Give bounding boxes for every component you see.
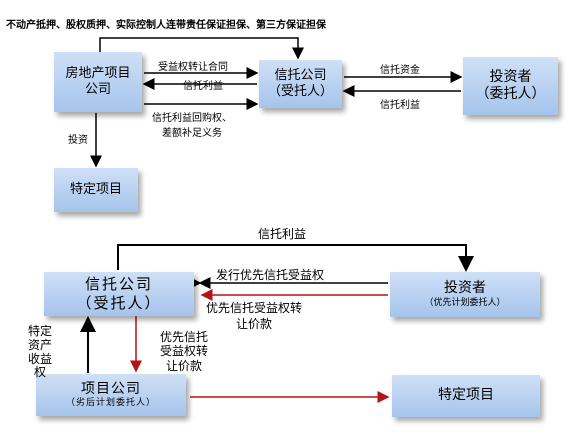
issue-label: 发行优先信托受益权 — [216, 268, 325, 282]
guarantee-arrow — [99, 37, 304, 60]
trust-company-label-1: 信托公司 — [274, 67, 327, 83]
specific-project-box[interactable]: 特定项目 — [54, 168, 138, 212]
asset-income-label-4: 权 — [34, 365, 47, 380]
buyback-label-2: 差额补足义务 — [162, 128, 222, 139]
buyback-label: 信托利益回购权、 差额补足义务 — [152, 109, 232, 139]
benefit-loop-arrow — [117, 244, 474, 272]
transfer-price-label-3: 让价款 — [166, 358, 203, 373]
guarantee-header: 不动产抵押、股权质押、实际控制人连带责任保证担保、第三方保证担保 — [6, 20, 326, 31]
project-company-sublabel: （劣后计划委托人） — [65, 398, 156, 409]
asset-income-label-1: 特定 — [28, 324, 53, 338]
invest-label: 投资 — [68, 135, 88, 146]
developer-box[interactable]: 房地产项目 公司 — [54, 52, 142, 112]
bottom-specific-project-box[interactable]: 特定项目 — [392, 375, 540, 417]
asset-income-label: 特定 资产 收益 权 — [28, 324, 53, 380]
pay-price-label: 优先信托受益权转 让价款 — [206, 301, 302, 332]
trust-company-label-2: （受托人） — [267, 84, 333, 99]
bottom-investor-box[interactable]: 投资者 （优先计划委托人） — [390, 272, 540, 317]
investor-label-1: 投资者 — [489, 68, 532, 85]
benefit-loop-label: 信托利益 — [258, 227, 307, 241]
specific-project-label: 特定项目 — [69, 181, 122, 197]
bottom-trust-label-2: （受托人） — [76, 294, 162, 312]
investor-label-2: （委托人） — [475, 86, 546, 102]
pay-price-label-2: 让价款 — [236, 316, 273, 331]
transfer-price-label: 优先信托 受益权转 让价款 — [160, 330, 208, 373]
project-company-box[interactable]: 项目公司 （劣后计划委托人） — [36, 374, 186, 416]
trust-company-box[interactable]: 信托公司 （受托人） — [259, 60, 342, 108]
transfer-contract-label: 受益权转让合同 — [158, 62, 228, 73]
investor-box[interactable]: 投资者 （委托人） — [463, 57, 558, 115]
developer-label-1: 房地产项目 — [65, 65, 131, 81]
bottom-investor-label: 投资者 — [444, 280, 486, 297]
buyback-label-1: 信托利益回购权、 — [152, 113, 232, 124]
trust-benefit-label: 信托利益 — [183, 81, 223, 92]
pay-price-label-1: 优先信托受益权转 — [206, 301, 303, 315]
asset-income-label-2: 资产 — [28, 337, 53, 352]
trust-funds-label: 信托资金 — [380, 65, 420, 76]
bottom-trust-label-1: 信托公司 — [84, 275, 153, 294]
bottom-investor-sublabel: （优先计划委托人） — [424, 297, 506, 308]
bottom-specific-project-label: 特定项目 — [438, 387, 494, 404]
bottom-trust-company-box[interactable]: 信托公司 （受托人） — [44, 272, 194, 316]
investor-benefit-label: 信托利益 — [380, 100, 420, 111]
developer-label-2: 公司 — [84, 82, 111, 97]
transfer-price-label-2: 受益权转 — [160, 344, 209, 359]
transfer-price-label-1: 优先信托 — [160, 330, 209, 344]
project-company-label: 项目公司 — [81, 380, 141, 397]
asset-income-label-3: 收益 — [28, 351, 53, 366]
